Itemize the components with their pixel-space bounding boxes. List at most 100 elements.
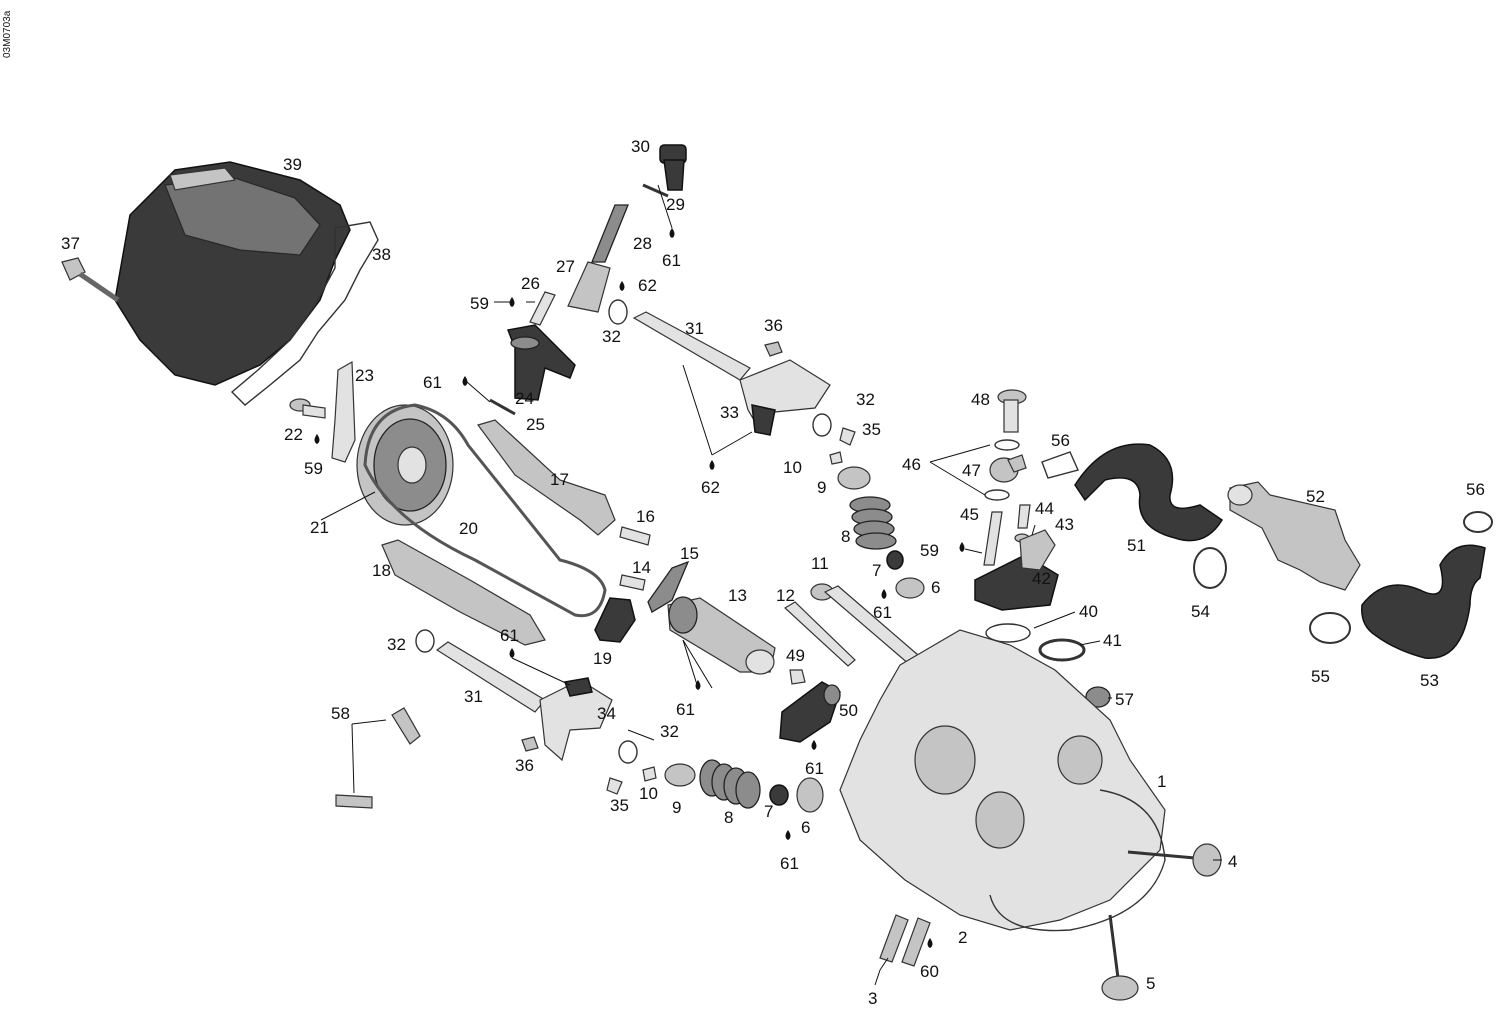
callout-label: 4: [1228, 852, 1237, 871]
coolant-fitting-part-52: [1227, 481, 1361, 591]
callout-label: 59: [470, 294, 489, 313]
hose-clamp-part-55: [1309, 612, 1351, 644]
valve-keeper-part-10-upper: [829, 451, 843, 465]
callout-label: 8: [724, 808, 733, 827]
callout-label: 48: [971, 390, 990, 409]
callout-label: 58: [331, 704, 350, 723]
camshaft-sensor-part-50: [779, 681, 841, 743]
callout-label: 10: [639, 784, 658, 803]
adjuster-screw-part-35-upper: [839, 427, 856, 446]
oil-drop-icon: [669, 228, 675, 238]
callout-label: 16: [636, 507, 655, 526]
callout-label: 55: [1311, 667, 1330, 686]
plug-part-30: [659, 144, 687, 191]
callout-label: 61: [780, 854, 799, 873]
callout-label: 18: [372, 561, 391, 580]
callout-label: 20: [459, 519, 478, 538]
washer-part-46-upper: [994, 439, 1020, 451]
callout-label: 35: [862, 420, 881, 439]
callout-label: 23: [355, 366, 374, 385]
callout-label: 36: [515, 756, 534, 775]
callout-label: 45: [960, 505, 979, 524]
callout-label: 31: [685, 319, 704, 338]
cam-sprocket-part-21: [356, 404, 454, 526]
plug-part-57: [1085, 686, 1111, 708]
rocker-shaft-part-31-upper: [632, 311, 751, 381]
ring-part-32-lower-left: [415, 629, 435, 653]
camshaft-part-13: [667, 596, 776, 675]
callout-label: 43: [1055, 515, 1074, 534]
callout-label: 61: [662, 251, 681, 270]
callout-label: 27: [556, 257, 575, 276]
callout-label: 25: [526, 415, 545, 434]
callout-label: 46: [902, 455, 921, 474]
bolt-part-14: [619, 574, 646, 591]
oil-drop-icon: [959, 542, 965, 552]
callout-label: 6: [931, 578, 940, 597]
callout-label: 61: [676, 700, 695, 719]
callout-label: 54: [1191, 602, 1210, 621]
callout-label: 29: [666, 195, 685, 214]
callout-label: 2: [958, 928, 967, 947]
dowel-part-58-lower: [335, 794, 373, 809]
callout-label: 14: [632, 558, 651, 577]
plate-part-15: [647, 560, 690, 613]
oil-drop-icons: [314, 228, 965, 948]
callout-label: 61: [500, 626, 519, 645]
callout-label: 61: [873, 603, 892, 622]
callout-label: 59: [920, 541, 939, 560]
oil-drop-icon: [314, 434, 320, 444]
pin-part-16: [619, 526, 651, 546]
oil-drop-icon: [509, 297, 515, 307]
seal-part-41: [1038, 638, 1086, 662]
callout-label: 51: [1127, 536, 1146, 555]
oil-drop-icon: [785, 830, 791, 840]
callout-label: 35: [610, 796, 629, 815]
callout-label: 9: [672, 798, 681, 817]
callout-label: 17: [550, 470, 569, 489]
callout-label: 62: [701, 478, 720, 497]
callout-label: 47: [962, 461, 981, 480]
callout-label: 6: [801, 818, 810, 837]
chain-guide-part-17: [477, 419, 616, 536]
rocker-arm-part-34: [539, 677, 613, 762]
callout-labels: 30 29 28 61 27 62 26 59 32 31 36 39 37 3…: [61, 137, 1485, 1008]
washer-part-46-lower: [984, 489, 1010, 501]
callout-label: 42: [1032, 569, 1051, 588]
adjuster-screw-part-35-lower: [606, 777, 623, 795]
rocker-arm-part-33: [739, 359, 831, 436]
callout-label: 1: [1157, 772, 1166, 791]
callout-label: 38: [372, 245, 391, 264]
callout-label: 31: [464, 687, 483, 706]
callout-label: 24: [515, 389, 534, 408]
valve-part-5: [1101, 914, 1139, 1001]
callout-label: 34: [597, 704, 616, 723]
callout-label: 10: [783, 458, 802, 477]
callout-label: 36: [764, 316, 783, 335]
oil-drop-icon: [881, 589, 887, 599]
leader-lines: [320, 184, 1222, 986]
oil-drop-icon: [709, 460, 715, 470]
rocker-shaft-part-31-lower: [435, 641, 546, 713]
callout-label: 22: [284, 425, 303, 444]
oil-drop-icon: [927, 938, 933, 948]
callout-label: 9: [817, 478, 826, 497]
callout-label: 21: [310, 518, 329, 537]
valve-spring-part-8-upper: [849, 496, 897, 550]
valve-cover-gasket-part-38: [230, 221, 379, 406]
pin-part-26: [529, 291, 556, 326]
oil-drop-icon: [509, 648, 515, 658]
nut-part-36-upper: [764, 341, 783, 357]
callout-label: 57: [1115, 690, 1134, 709]
spring-retainer-part-9-lower: [664, 763, 696, 787]
bolt-part-44: [1017, 504, 1031, 529]
callout-label: 40: [1079, 602, 1098, 621]
callout-label: 37: [61, 234, 80, 253]
callout-label: 56: [1466, 480, 1485, 499]
callout-label: 26: [521, 274, 540, 293]
oil-drop-icon: [695, 680, 701, 690]
callout-label: 60: [920, 962, 939, 981]
callout-label: 41: [1103, 631, 1122, 650]
callout-label: 59: [304, 459, 323, 478]
spring-retainer-part-9-upper: [837, 466, 871, 490]
